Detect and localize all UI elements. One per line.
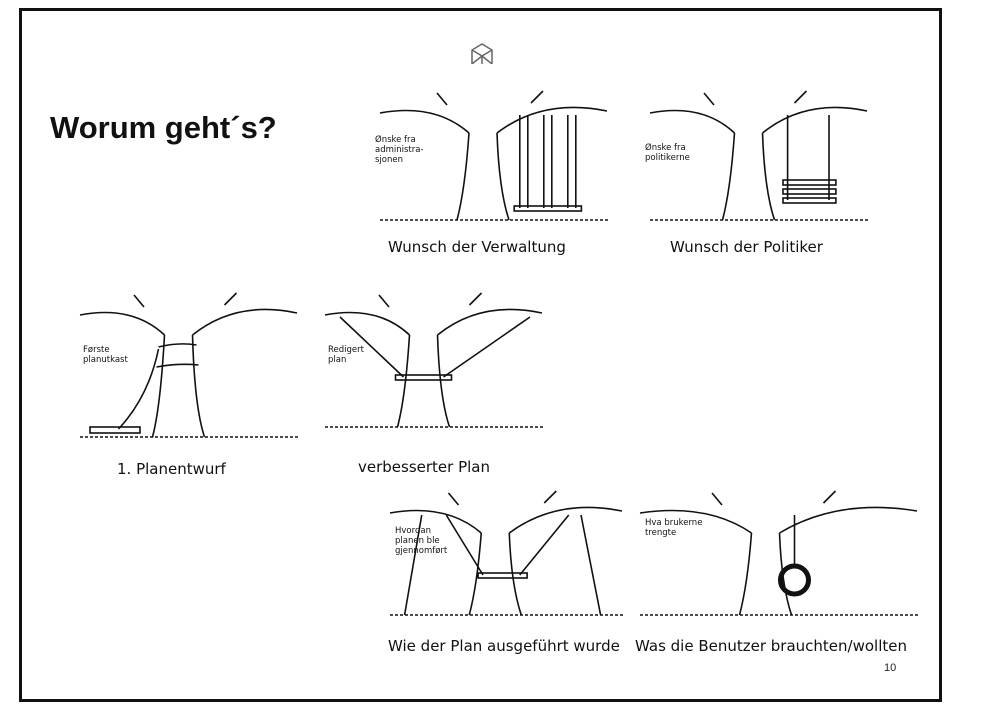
panel-caption: verbesserter Plan (358, 458, 491, 476)
panel-note: Hvordan planen ble gjennomført (395, 526, 448, 556)
slide-frame (19, 8, 942, 702)
tree-branch (649, 90, 868, 134)
panel-note: Ønske fra administra- sjonen (375, 135, 424, 165)
panel-verbessert: Redigert plan verbesserter Plan (320, 280, 550, 480)
swing-seat (782, 188, 837, 195)
panel-ausgefuehrt: Hvordan planen ble gjennomført Wie der P… (385, 478, 630, 668)
page-number: 10 (884, 662, 897, 674)
tree-trunk (151, 334, 206, 438)
tree-swing-illustration (79, 292, 300, 438)
swing-rope (543, 115, 553, 208)
tree-trunk (738, 532, 793, 616)
swing-rope (403, 514, 602, 616)
swing-seat (782, 197, 837, 204)
tree-swing-illustration (389, 490, 625, 616)
tree-trunk (721, 132, 776, 221)
panel-caption: Was die Benutzer brauchten/wollten (635, 637, 907, 655)
tree-swing-illustration (639, 490, 920, 616)
panel-politiker: Ønske fra politikerne Wunsch der Politik… (645, 78, 875, 263)
panel-caption: Wunsch der Verwaltung (388, 238, 566, 256)
panel-caption: Wunsch der Politiker (670, 238, 823, 256)
swing-seat (89, 426, 141, 434)
panel-note: Hva brukerne trengte (645, 518, 703, 538)
panel-caption: 1. Planentwurf (117, 460, 226, 478)
swing-seat (513, 205, 583, 212)
panel-verwaltung: Ønske fra administra- sjonen Wunsch der … (375, 78, 615, 263)
tree-swing-illustration (379, 90, 610, 221)
swing-rope (519, 115, 529, 208)
panel-note: Første planutkast (83, 345, 128, 365)
tire-swing (778, 563, 811, 597)
tree-trunk (396, 334, 451, 428)
tree-branch (79, 292, 298, 336)
tree-branch (639, 490, 918, 534)
panel-caption: Wie der Plan ausgeführt wurde (388, 637, 620, 655)
tree-branch (324, 292, 543, 336)
panel-note: Ønske fra politikerne (645, 143, 690, 163)
tree-branch (389, 490, 623, 534)
swing-rope (117, 343, 199, 430)
tree-swing-illustration (649, 90, 870, 221)
panel-note: Redigert plan (328, 345, 364, 365)
panel-planentwurf: Første planutkast 1. Planentwurf (75, 280, 305, 480)
swing-seat (394, 374, 453, 381)
swing-rope (339, 316, 531, 378)
tree-swing-illustration (324, 292, 545, 428)
swing-seat (782, 179, 837, 186)
swing-rope (786, 115, 830, 200)
tree-trunk (468, 532, 523, 616)
swing-seat (477, 572, 528, 579)
panel-benutzer: Hva brukerne trengte Was die Benutzer br… (635, 478, 925, 668)
tree-branch (379, 90, 608, 134)
swing-rope (567, 115, 577, 208)
tree-trunk (456, 132, 510, 221)
logo-icon (471, 43, 493, 64)
slide-title: Worum geht´s? (50, 110, 277, 145)
